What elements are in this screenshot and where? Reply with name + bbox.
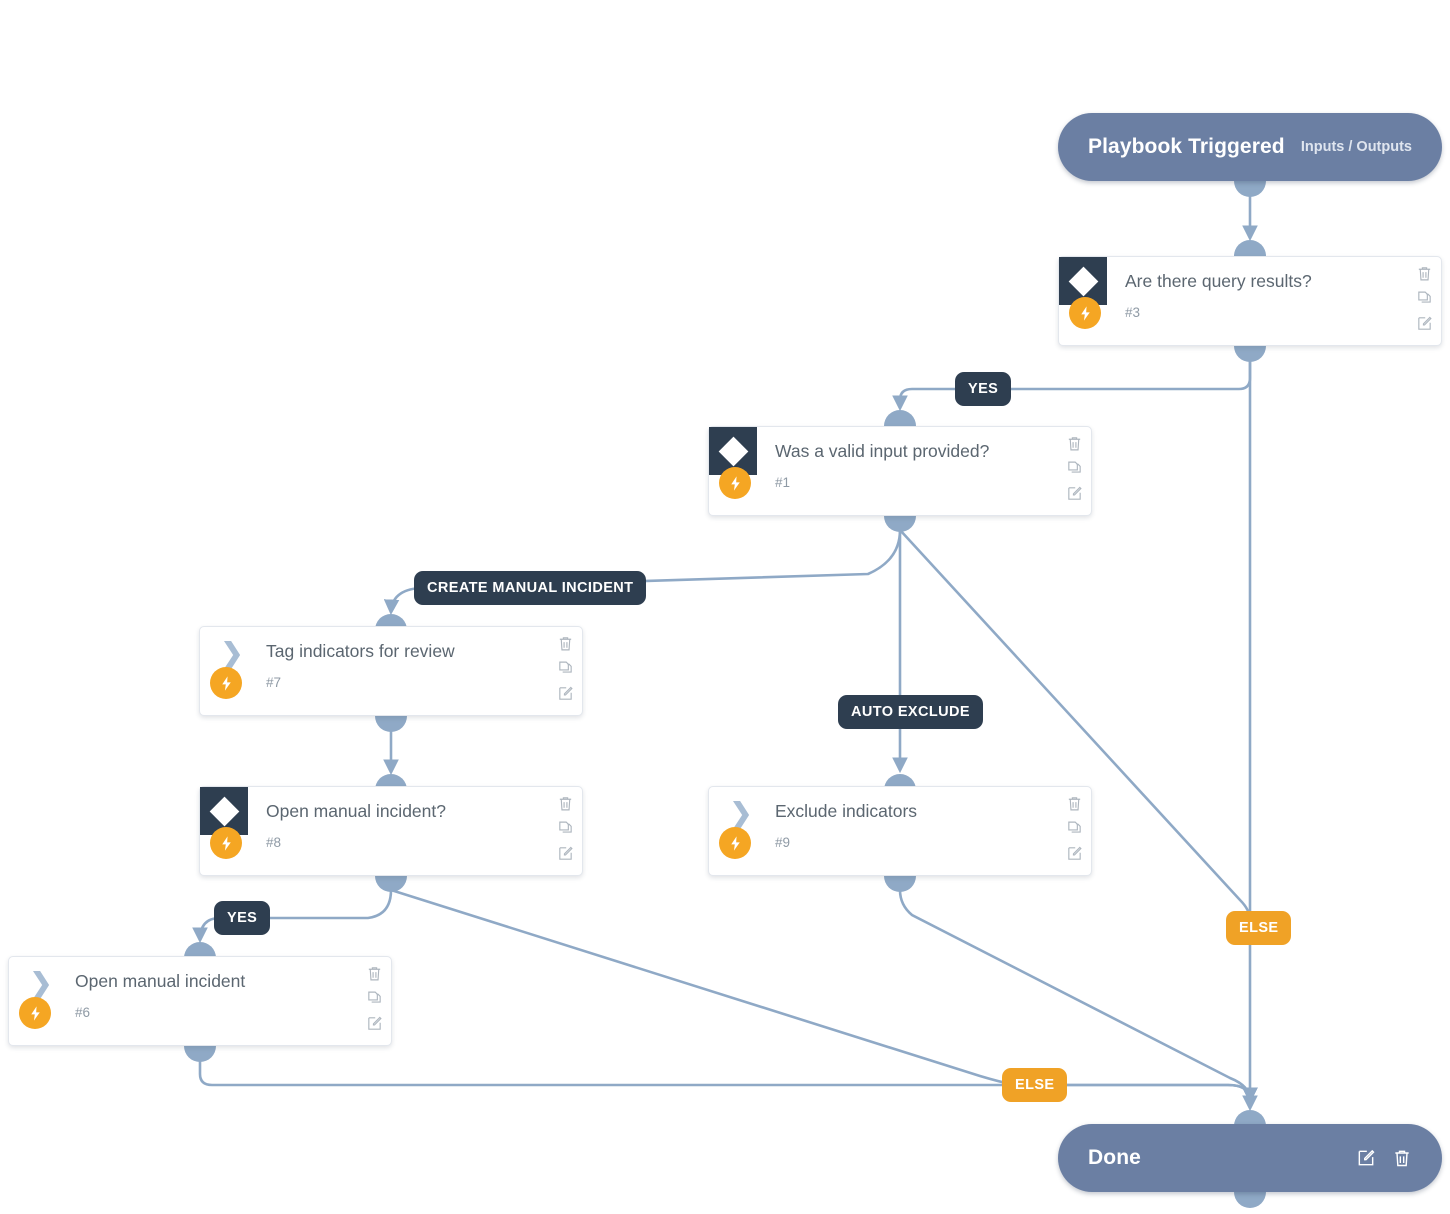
node-toolbar <box>557 795 574 862</box>
port-in-done[interactable] <box>1234 1110 1266 1126</box>
edit-icon[interactable] <box>1416 315 1433 332</box>
port-out-playbook-triggered[interactable] <box>1234 181 1266 197</box>
branch-label-else-bottom[interactable]: ELSE <box>1002 1068 1068 1102</box>
diamond-icon <box>718 436 748 466</box>
edit-icon[interactable] <box>557 685 574 702</box>
port-out-query-results[interactable] <box>1234 346 1266 362</box>
node-tag-indicators-for-review[interactable]: ❯ Tag indicators for review #7 <box>199 626 583 716</box>
port-in-valid-input[interactable] <box>884 410 916 426</box>
node-title: Are there query results? <box>1125 271 1312 291</box>
trash-icon[interactable] <box>557 795 574 812</box>
copy-icon[interactable] <box>557 820 574 837</box>
node-done[interactable]: Done <box>1058 1124 1442 1192</box>
lightning-icon <box>719 827 751 859</box>
lightning-icon <box>1069 297 1101 329</box>
node-id: #7 <box>266 675 282 690</box>
branch-label-auto-exclude[interactable]: AUTO EXCLUDE <box>838 695 983 729</box>
task-chevron-icon: ❯ <box>220 637 244 668</box>
node-toolbar <box>1416 265 1433 332</box>
node-toolbar <box>366 965 383 1032</box>
trash-icon[interactable] <box>1066 795 1083 812</box>
port-out-valid-input[interactable] <box>884 516 916 532</box>
copy-icon[interactable] <box>1416 290 1433 307</box>
node-title: Open manual incident <box>75 971 246 991</box>
node-open-manual-incident-question[interactable]: Open manual incident? #8 <box>199 786 583 876</box>
branch-label-else-right[interactable]: ELSE <box>1226 911 1292 945</box>
diamond-icon <box>209 796 239 826</box>
lightning-icon <box>210 667 242 699</box>
node-title: Exclude indicators <box>775 801 918 821</box>
node-id: #8 <box>266 835 282 850</box>
node-toolbar <box>557 635 574 702</box>
trash-icon[interactable] <box>1416 265 1433 282</box>
node-title: Open manual incident? <box>266 801 446 821</box>
copy-icon[interactable] <box>557 660 574 677</box>
node-playbook-triggered[interactable]: Playbook Triggered Inputs / Outputs <box>1058 113 1442 181</box>
copy-icon[interactable] <box>1066 820 1083 837</box>
diamond-icon <box>1068 266 1098 296</box>
done-actions <box>1356 1148 1412 1168</box>
edit-icon[interactable] <box>557 845 574 862</box>
edge-query-yes <box>892 358 1252 412</box>
playbook-triggered-actions: Inputs / Outputs <box>1301 139 1412 155</box>
node-title: Tag indicators for review <box>266 641 455 661</box>
edge-open-to-done <box>198 1052 1258 1104</box>
branch-label-yes-query[interactable]: YES <box>955 372 1012 406</box>
node-exclude-indicators[interactable]: ❯ Exclude indicators #9 <box>708 786 1092 876</box>
port-out-done[interactable] <box>1234 1192 1266 1208</box>
copy-icon[interactable] <box>1066 460 1083 477</box>
trash-icon[interactable] <box>557 635 574 652</box>
lightning-icon <box>210 827 242 859</box>
trash-icon[interactable] <box>1392 1148 1412 1168</box>
edit-icon[interactable] <box>366 1015 383 1032</box>
node-open-manual-incident[interactable]: ❯ Open manual incident #6 <box>8 956 392 1046</box>
edge-openq-else <box>390 888 1258 1104</box>
lightning-icon <box>19 997 51 1029</box>
port-in-open-manual-incident[interactable] <box>184 942 216 958</box>
edit-icon[interactable] <box>1066 845 1083 862</box>
port-out-open-manual-incident[interactable] <box>184 1046 216 1062</box>
task-chevron-icon: ❯ <box>29 967 53 998</box>
node-toolbar <box>1066 435 1083 502</box>
node-are-there-query-results[interactable]: Are there query results? #3 <box>1058 256 1442 346</box>
node-id: #9 <box>775 835 791 850</box>
trash-icon[interactable] <box>1066 435 1083 452</box>
port-out-exclude-indicators[interactable] <box>884 876 916 892</box>
port-out-open-manual-incident-q[interactable] <box>375 876 407 892</box>
trash-icon[interactable] <box>366 965 383 982</box>
lightning-icon <box>719 467 751 499</box>
port-out-tag-indicators[interactable] <box>375 716 407 732</box>
edit-icon[interactable] <box>1066 485 1083 502</box>
done-title: Done <box>1088 1146 1141 1169</box>
branch-label-create-manual-incident[interactable]: CREATE MANUAL INCIDENT <box>414 571 647 605</box>
node-was-a-valid-input-provided[interactable]: Was a valid input provided? #1 <box>708 426 1092 516</box>
node-id: #1 <box>775 475 791 490</box>
copy-icon[interactable] <box>366 990 383 1007</box>
port-in-query-results[interactable] <box>1234 240 1266 256</box>
node-title: Was a valid input provided? <box>775 441 990 461</box>
node-toolbar <box>1066 795 1083 862</box>
edge-exclude-to-done <box>898 889 1258 1104</box>
node-id: #6 <box>75 1005 91 1020</box>
edit-icon[interactable] <box>1356 1148 1376 1168</box>
node-id: #3 <box>1125 305 1141 320</box>
task-chevron-icon: ❯ <box>729 797 753 828</box>
inputs-outputs-link[interactable]: Inputs / Outputs <box>1300 139 1412 155</box>
branch-label-yes-open-incident[interactable]: YES <box>214 901 271 935</box>
playbook-triggered-title: Playbook Triggered <box>1088 135 1285 158</box>
